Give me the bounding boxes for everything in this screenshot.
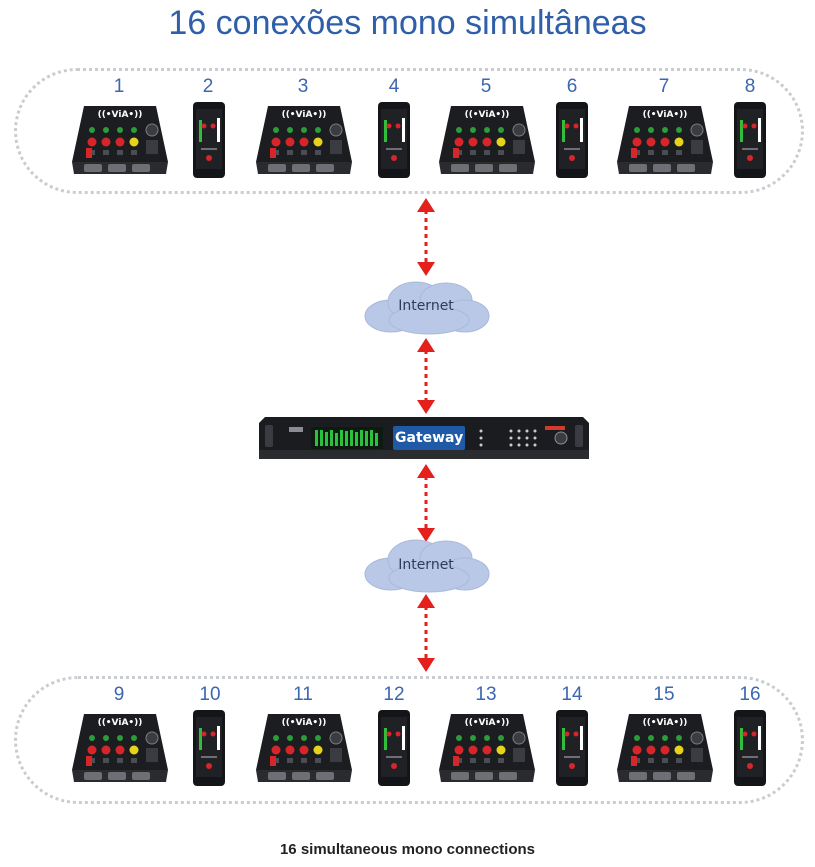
gateway-rack-icon xyxy=(259,417,589,459)
endpoint-number-15: 15 xyxy=(653,684,675,705)
via-codec-icon: ((•ViA•)) xyxy=(437,100,537,180)
cloud-label: Internet xyxy=(398,298,454,314)
svg-text:((•ViA•)): ((•ViA•)) xyxy=(282,110,327,120)
svg-text:((•ViA•)): ((•ViA•)) xyxy=(282,718,327,728)
endpoint-number-9: 9 xyxy=(113,684,125,705)
via-codec-icon: ((•ViA•)) xyxy=(437,708,537,788)
cloud-label: Internet xyxy=(398,557,454,573)
bidirectional-arrow-icon xyxy=(417,198,435,276)
via-codec-icon: ((•ViA•)) xyxy=(70,100,170,180)
via-codec-icon: ((•ViA•)) xyxy=(70,708,170,788)
endpoint-number-5: 5 xyxy=(480,76,492,97)
via-codec-icon: ((•ViA•)) xyxy=(615,708,715,788)
endpoint-number-6: 6 xyxy=(566,76,578,97)
page-title: 16 conexões mono simultâneas xyxy=(168,4,647,42)
endpoint-number-13: 13 xyxy=(475,684,497,705)
via-codec-icon: ((•ViA•)) xyxy=(254,100,354,180)
endpoint-number-4: 4 xyxy=(388,76,400,97)
internet-cloud-icon xyxy=(364,281,490,335)
via-codec-icon: ((•ViA•)) xyxy=(615,100,715,180)
endpoint-number-16: 16 xyxy=(739,684,761,705)
internet-cloud-icon xyxy=(364,539,490,593)
top-device-group xyxy=(14,68,804,194)
via-codec-icon: ((•ViA•)) xyxy=(254,708,354,788)
gateway-display-label: Gateway xyxy=(395,430,464,446)
endpoint-number-7: 7 xyxy=(658,76,670,97)
bottom-device-group xyxy=(14,676,804,804)
endpoint-number-12: 12 xyxy=(383,684,405,705)
caption: 16 simultaneous mono connections xyxy=(279,841,536,858)
smartphone-icon xyxy=(554,100,590,180)
endpoint-number-14: 14 xyxy=(561,684,583,705)
endpoint-number-3: 3 xyxy=(297,76,309,97)
smartphone-icon xyxy=(191,708,227,788)
smartphone-icon xyxy=(376,100,412,180)
svg-text:((•ViA•)): ((•ViA•)) xyxy=(98,718,143,728)
bidirectional-arrow-icon xyxy=(417,594,435,672)
svg-text:((•ViA•)): ((•ViA•)) xyxy=(465,110,510,120)
bidirectional-arrow-icon xyxy=(417,464,435,542)
svg-text:((•ViA•)): ((•ViA•)) xyxy=(643,110,688,120)
smartphone-icon xyxy=(376,708,412,788)
svg-text:((•ViA•)): ((•ViA•)) xyxy=(98,110,143,120)
endpoint-number-1: 1 xyxy=(113,76,125,97)
smartphone-icon xyxy=(191,100,227,180)
endpoint-number-2: 2 xyxy=(202,76,214,97)
endpoint-number-11: 11 xyxy=(293,684,313,705)
smartphone-icon xyxy=(732,100,768,180)
svg-text:((•ViA•)): ((•ViA•)) xyxy=(465,718,510,728)
endpoint-number-10: 10 xyxy=(199,684,221,705)
endpoint-number-8: 8 xyxy=(744,76,756,97)
smartphone-icon xyxy=(732,708,768,788)
smartphone-icon xyxy=(554,708,590,788)
svg-text:((•ViA•)): ((•ViA•)) xyxy=(643,718,688,728)
bidirectional-arrow-icon xyxy=(417,338,435,414)
